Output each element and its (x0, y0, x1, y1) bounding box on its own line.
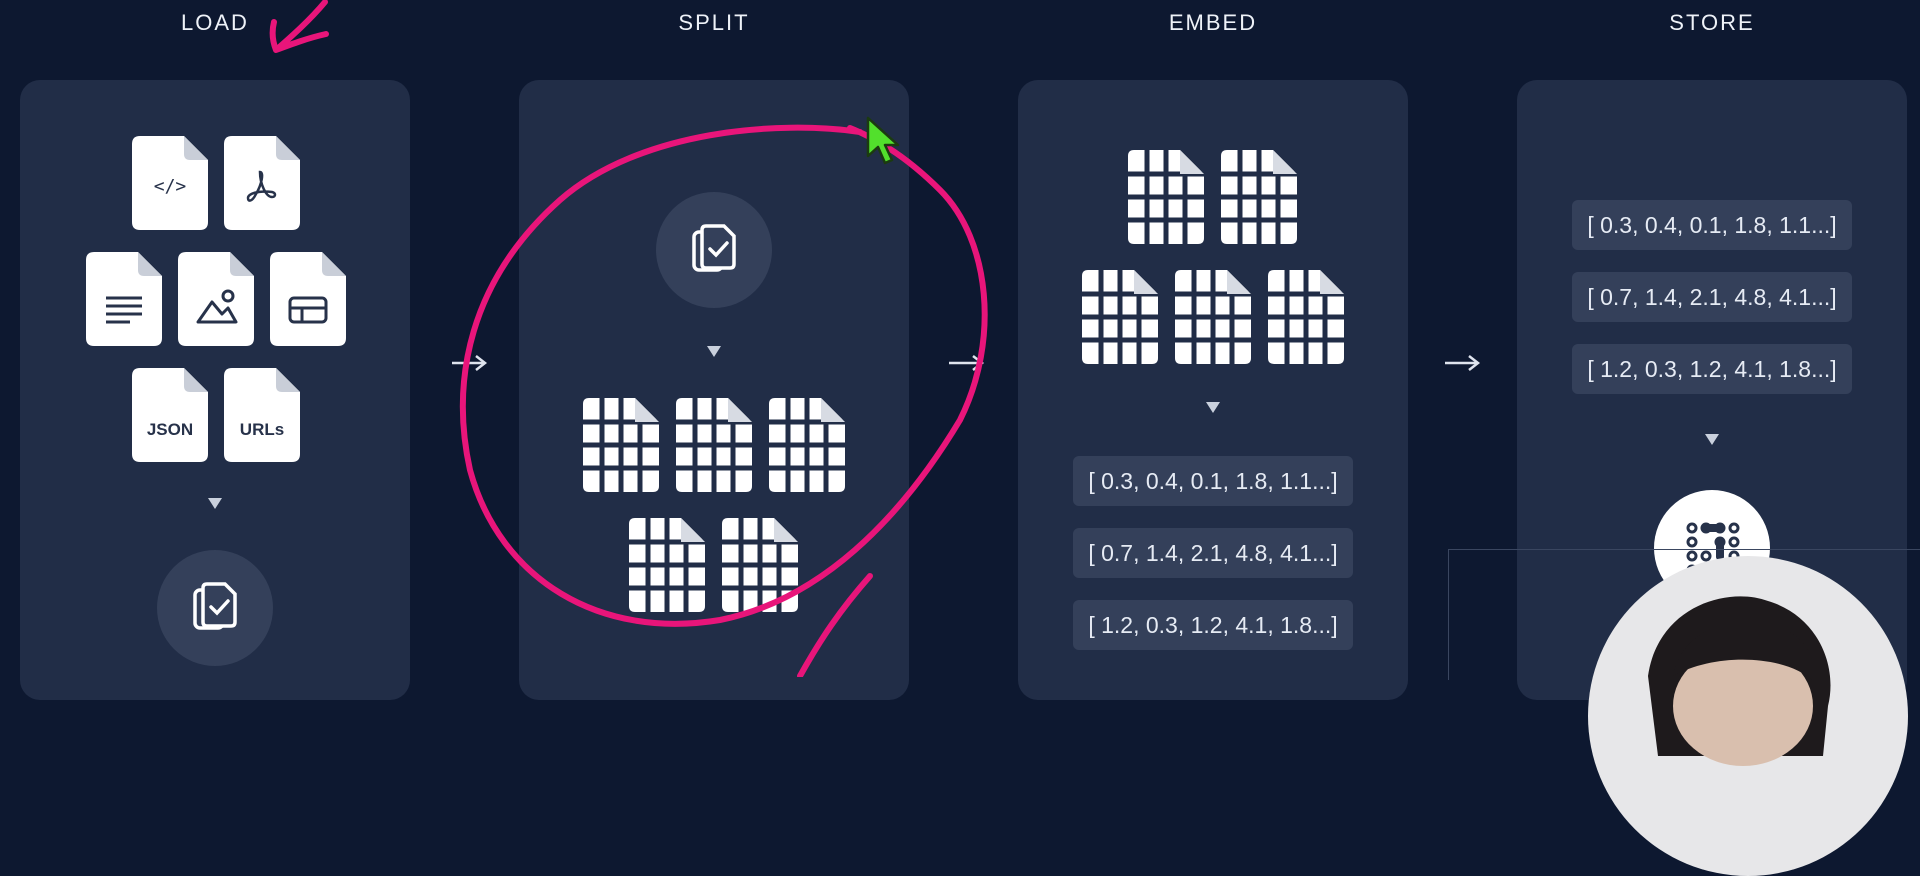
copy-check-icon (690, 222, 738, 278)
copy-check-icon (191, 580, 239, 636)
table-file-icon (270, 252, 346, 346)
stored-vector: [ 1.2, 0.3, 1.2, 4.1, 1.8...] (1572, 344, 1852, 394)
chunk-grid-icon (629, 518, 705, 612)
chunk-grid-icon (583, 398, 659, 492)
json-file-icon: JSON (132, 368, 208, 462)
caret-down-icon (707, 346, 721, 357)
urls-file-icon: URLs (224, 368, 300, 462)
mouse-cursor-icon (866, 116, 900, 165)
caret-down-icon (1705, 434, 1719, 445)
documents-circle (157, 550, 273, 666)
chunk-grid-icon (1128, 150, 1204, 244)
chunk-grid-icon (676, 398, 752, 492)
split-panel (519, 80, 909, 700)
json-file-label: JSON (146, 420, 194, 439)
webcam-overlay (1448, 549, 1920, 680)
embedding-vector: [ 0.3, 0.4, 0.1, 1.8, 1.1...] (1073, 456, 1353, 506)
caret-down-icon (1206, 402, 1220, 413)
embed-panel: [ 0.3, 0.4, 0.1, 1.8, 1.1...] [ 0.7, 1.4… (1018, 80, 1408, 700)
stored-vector: [ 0.7, 1.4, 2.1, 4.8, 4.1...] (1572, 272, 1852, 322)
chunk-grid-icon (1268, 270, 1344, 364)
arrow-right-icon (1443, 351, 1483, 375)
stage-title-embed: EMBED (1168, 10, 1258, 35)
stored-vector: [ 0.3, 0.4, 0.1, 1.8, 1.1...] (1572, 200, 1852, 250)
code-file-icon: </> (132, 136, 208, 230)
documents-circle (656, 192, 772, 308)
stage-title-load: LOAD (181, 10, 249, 35)
presenter-silhouette (1648, 596, 1831, 766)
presenter-video (1588, 556, 1908, 876)
text-file-icon (86, 252, 162, 346)
chunk-grid-icon (1221, 150, 1297, 244)
chunk-grid-icon (722, 518, 798, 612)
stage-title-store: STORE (1669, 10, 1755, 35)
embedding-vector: [ 0.7, 1.4, 2.1, 4.8, 4.1...] (1073, 528, 1353, 578)
pdf-file-icon (224, 136, 300, 230)
arrow-right-icon (450, 351, 490, 375)
image-file-icon (178, 252, 254, 346)
stage-title-split: SPLIT (678, 10, 750, 35)
urls-file-label: URLs (239, 420, 285, 439)
store-panel: [ 0.3, 0.4, 0.1, 1.8, 1.1...] [ 0.7, 1.4… (1517, 80, 1907, 700)
chunk-grid-icon (1082, 270, 1158, 364)
chunk-grid-icon (769, 398, 845, 492)
chunk-grid-icon (1175, 270, 1251, 364)
load-panel: </> JSON URLs (20, 80, 410, 700)
caret-down-icon (208, 498, 222, 509)
svg-text:</>: </> (154, 176, 187, 197)
arrow-right-icon (947, 351, 987, 375)
embedding-vector: [ 1.2, 0.3, 1.2, 4.1, 1.8...] (1073, 600, 1353, 650)
